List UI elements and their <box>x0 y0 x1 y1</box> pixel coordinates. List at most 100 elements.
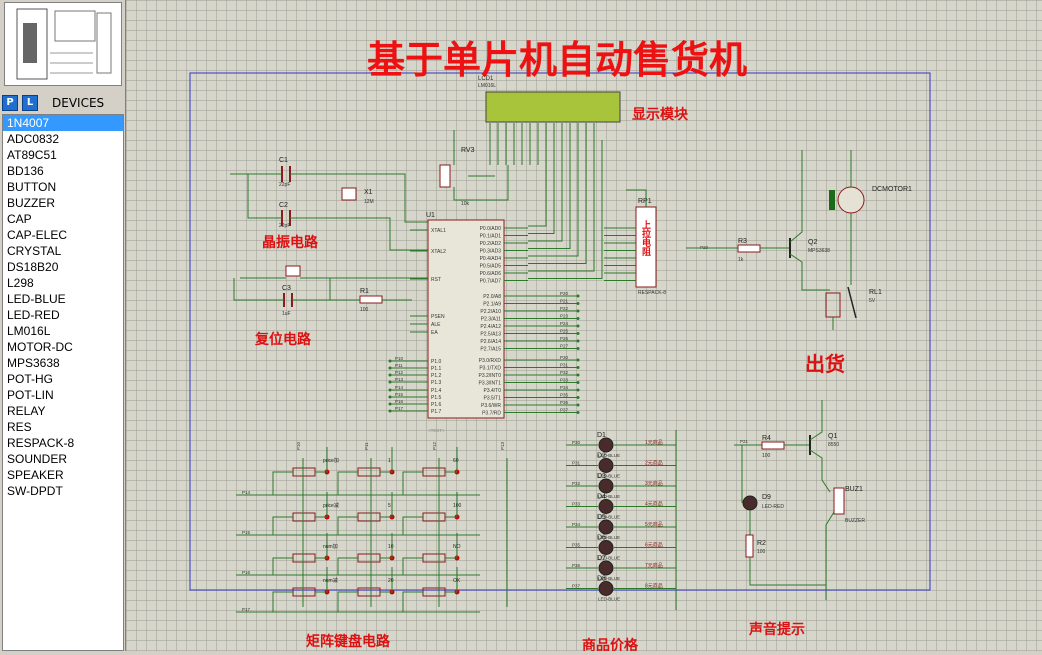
device-item[interactable]: CRYSTAL <box>7 244 62 258</box>
device-item[interactable]: LM016L <box>7 324 51 338</box>
motor-terminal <box>829 190 835 210</box>
rv3-ref: RV3 <box>461 147 475 154</box>
mcu-pin-label: P3.2/INT0 <box>478 373 501 379</box>
key-label: 20 <box>388 578 394 584</box>
key-switch <box>292 587 316 597</box>
device-item[interactable]: CAP-ELEC <box>7 228 68 242</box>
net-label: P14 <box>395 385 404 390</box>
pick-devices-button[interactable]: P <box>2 95 18 111</box>
mcu-pin-label: P3.1/TXD <box>479 366 501 372</box>
mcu-pin-label: P0.2/AD2 <box>480 241 502 247</box>
net-label: P22 <box>560 306 569 311</box>
q2-model: MPS3638 <box>808 248 830 254</box>
q2-ref: Q2 <box>808 239 817 246</box>
device-item[interactable]: L298 <box>7 276 34 290</box>
schematic: 基于单片机自动售货机LCD1LM016L显示模块RV310kC122pFC222… <box>189 40 931 653</box>
x1-ref: X1 <box>364 189 373 196</box>
mcu-pin-label: P2.0/A8 <box>483 294 501 300</box>
rp1-label: 上拉电阻 <box>641 219 651 257</box>
wire <box>528 140 555 234</box>
red-led <box>742 495 758 511</box>
device-item[interactable]: SPEAKER <box>7 468 64 482</box>
net-label: P34 <box>572 522 581 527</box>
blue-led <box>598 581 614 596</box>
device-item[interactable]: BUZZER <box>7 196 55 210</box>
blue-led <box>598 458 614 473</box>
r1-ref: R1 <box>360 288 369 295</box>
overview-window[interactable] <box>4 2 122 86</box>
net-label: P32 <box>572 481 581 486</box>
section-sound: 声音提示 <box>748 621 805 637</box>
device-item[interactable]: MOTOR-DC <box>7 340 73 354</box>
wire <box>233 278 284 301</box>
device-item[interactable]: SOUNDER <box>7 452 68 466</box>
device-item[interactable]: LED-RED <box>7 308 60 322</box>
wire <box>402 516 423 535</box>
r2-body <box>745 534 754 558</box>
net-label: P37 <box>560 408 569 413</box>
device-item[interactable]: RELAY <box>7 404 46 418</box>
device-item[interactable]: DS18B20 <box>7 260 59 274</box>
r3-body <box>737 244 761 253</box>
q1-model: 8550 <box>828 442 839 448</box>
r4-value: 100 <box>762 453 771 459</box>
net-label: P13 <box>500 441 505 450</box>
junction <box>388 359 392 363</box>
device-item[interactable]: BUTTON <box>7 180 57 194</box>
wire <box>337 557 358 575</box>
net-label: P21 <box>560 299 569 304</box>
net-label: P33 <box>572 502 581 507</box>
device-item[interactable]: SW-DPDT <box>7 484 63 498</box>
q1-ref: Q1 <box>828 433 837 440</box>
device-item[interactable]: RES <box>7 420 32 434</box>
r3-ref: R3 <box>738 238 747 245</box>
device-item[interactable]: ADC0832 <box>7 132 60 146</box>
price-label: 6元商品 <box>645 542 663 549</box>
device-item[interactable]: MPS3638 <box>7 356 60 370</box>
section-keypad: 矩阵键盘电路 <box>306 633 391 649</box>
rp1-model: RESPACK-8 <box>638 290 666 296</box>
c3-value: 1uF <box>282 311 291 317</box>
junction <box>576 324 580 328</box>
junction <box>576 411 580 414</box>
r4-ref: R4 <box>762 435 771 442</box>
d9-model: LED-RED <box>762 504 784 510</box>
price-label: 4元商品 <box>645 501 663 508</box>
net-label: P24 <box>560 321 569 326</box>
mcu-pin-label: P1.4 <box>431 388 442 394</box>
wire <box>445 447 458 473</box>
price-label: 5元商品 <box>645 521 663 528</box>
d9-ref: D9 <box>762 494 771 501</box>
c2-ref: C2 <box>279 202 288 209</box>
net-label: P30 <box>560 355 569 360</box>
wire <box>247 174 282 219</box>
device-item[interactable]: POT-HG <box>7 372 54 386</box>
rv3-value: 10k <box>461 201 470 207</box>
net-label: P31 <box>560 363 569 368</box>
net-label: P20 <box>560 291 569 296</box>
device-item[interactable]: POT-LIN <box>7 388 54 402</box>
led-ref: D3 <box>597 473 606 480</box>
lcd-ref: LCD1 <box>478 76 494 82</box>
device-item[interactable]: RESPACK-8 <box>7 436 75 450</box>
r1-body <box>359 295 383 304</box>
buzzer <box>833 487 845 515</box>
junction <box>576 317 580 320</box>
junction <box>388 388 392 392</box>
wire <box>528 140 579 257</box>
device-item[interactable]: AT89C51 <box>7 148 57 162</box>
device-item[interactable]: BD136 <box>7 164 44 178</box>
library-manager-button[interactable]: L <box>22 95 38 111</box>
mcu-pin-label: P1.6 <box>431 402 442 408</box>
wire <box>626 189 647 207</box>
device-item[interactable]: CAP <box>7 212 32 226</box>
net-label: P17 <box>242 607 251 612</box>
device-item[interactable]: 1N4007 <box>3 115 123 131</box>
device-item[interactable]: LED-BLUE <box>7 292 66 306</box>
key-switch <box>357 553 381 563</box>
net-label: P12 <box>395 370 404 375</box>
net-label: P10 <box>296 441 301 450</box>
key-switch <box>422 467 446 477</box>
